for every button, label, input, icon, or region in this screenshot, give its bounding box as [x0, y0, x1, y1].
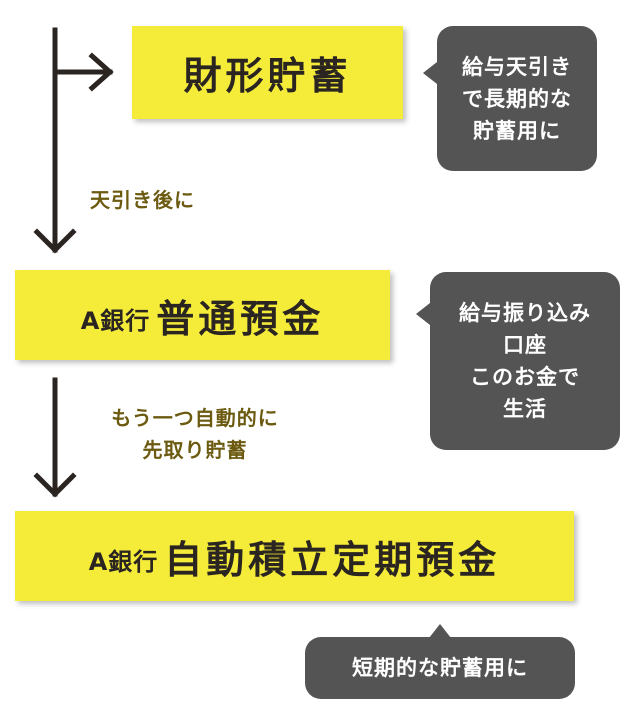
teiki-note-bubble: 短期的な貯蓄用に [305, 637, 575, 699]
main-flow-arrowhead-1 [33, 228, 77, 254]
auto-saving-caption-line-1: もう一つ自動的に [111, 406, 279, 430]
auto-time-deposit-box: A銀行 自動積立定期預金 [15, 511, 574, 601]
zaikei-note-line-2: で長期的な [462, 86, 572, 111]
ordinary-deposit-box: A銀行 普通預金 [15, 270, 390, 360]
zaikei-note-line-3: 貯蓄用に [473, 118, 561, 143]
after-deduction-caption: 天引き後に [90, 184, 195, 216]
branch-arrowhead [88, 52, 114, 92]
main-flow-arrowhead-2 [33, 472, 77, 498]
zaikei-savings-label: 財形貯蓄 [183, 54, 352, 98]
futsu-note-bubble: 給与振り込み 口座 このお金で 生活 [430, 272, 620, 450]
auto-time-deposit-label: 自動積立定期預金 [164, 537, 501, 582]
auto-saving-caption: もう一つ自動的に 先取り貯蓄 [86, 402, 304, 466]
auto-saving-caption-line-2: 先取り貯蓄 [142, 438, 248, 462]
auto-time-deposit-bank-prefix: A銀行 [88, 547, 159, 576]
zaikei-note-line-1: 給与天引き [462, 54, 572, 79]
ordinary-deposit-label: 普通預金 [156, 296, 325, 341]
teiki-bubble-tail [429, 624, 451, 638]
zaikei-note-bubble: 給与天引き で長期的な 貯蓄用に [437, 26, 597, 171]
zaikei-bubble-tail [423, 62, 437, 84]
futsu-note-line-1: 給与振り込み [459, 301, 591, 325]
futsu-bubble-tail [416, 303, 430, 325]
after-deduction-caption-line-1: 天引き後に [90, 188, 195, 212]
futsu-note-line-2: 口座 [503, 333, 547, 357]
futsu-note-line-4: 生活 [503, 397, 547, 421]
futsu-note-line-3: このお金で [470, 365, 580, 389]
zaikei-savings-box: 財形貯蓄 [132, 26, 403, 119]
ordinary-deposit-bank-prefix: A銀行 [80, 306, 151, 335]
teiki-note-line-1: 短期的な貯蓄用に [352, 656, 528, 680]
